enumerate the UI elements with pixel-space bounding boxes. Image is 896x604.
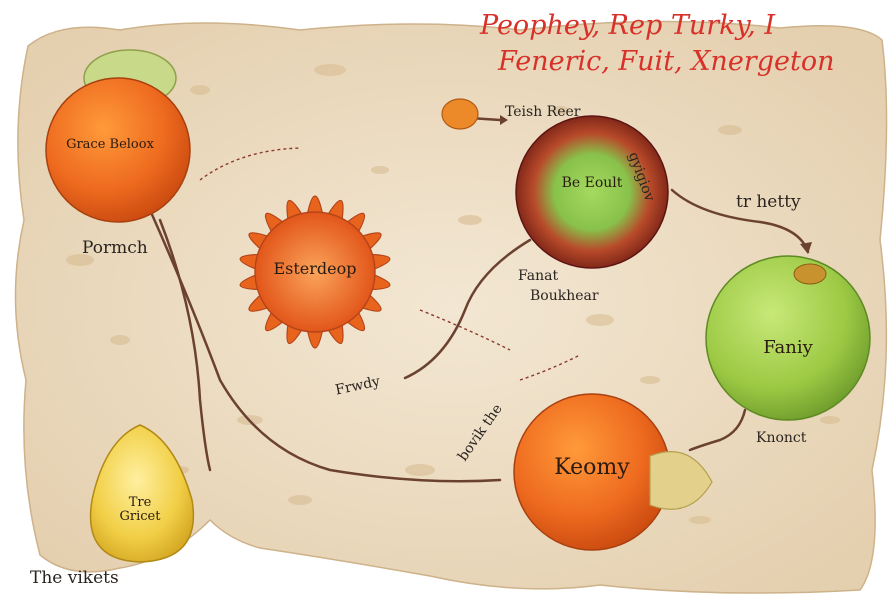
arrow-head-teish [500, 115, 508, 125]
parchment-background [14, 20, 888, 594]
keomy-label: Keomy [554, 455, 630, 480]
parchment-speckles [52, 64, 840, 524]
keomy-tuft [649, 451, 713, 510]
fanily-label: Faniy [763, 337, 813, 358]
fanat-label: Fanat [518, 268, 559, 284]
connector-vines [148, 116, 810, 483]
fanily-spot [793, 263, 827, 285]
vine-grace-lower [158, 218, 212, 472]
title-line-2: Feneric, Fuit, Xnergeton [498, 46, 835, 77]
beeoult-label: Be Eoult [561, 175, 623, 191]
grace-label: Grace Beloox [66, 137, 154, 152]
pormth-label: Pormch [82, 238, 148, 258]
gricet-label: Tre Gricet [119, 495, 161, 525]
vine-fanily-to-knonct [688, 408, 747, 452]
beeoult-fruit [515, 115, 669, 269]
arrow-head-trhetty [800, 242, 812, 254]
title-line-1: Peophey, Rep Turky, I [480, 10, 776, 41]
sun-fruit [239, 195, 391, 349]
trhetty-label: tr hetty [736, 192, 801, 212]
vine-beeoult-to-frwdy [403, 238, 532, 380]
teish-seed [441, 98, 479, 130]
fanily-fruit [705, 255, 871, 421]
sketch-marks [199, 147, 581, 381]
vine-beeoult-to-fanily [670, 188, 810, 254]
boukhear-label: Boukhear [530, 288, 599, 304]
knonct-label: Knonct [756, 430, 807, 446]
grace-fruit [45, 77, 191, 223]
teish-label: Teish Reer [505, 104, 581, 120]
sun-label: Esterdeop [273, 259, 357, 278]
vine-grace-to-keomy [148, 208, 502, 483]
gricet-fruit [89, 424, 195, 563]
vikets-label: The vikets [30, 568, 119, 588]
